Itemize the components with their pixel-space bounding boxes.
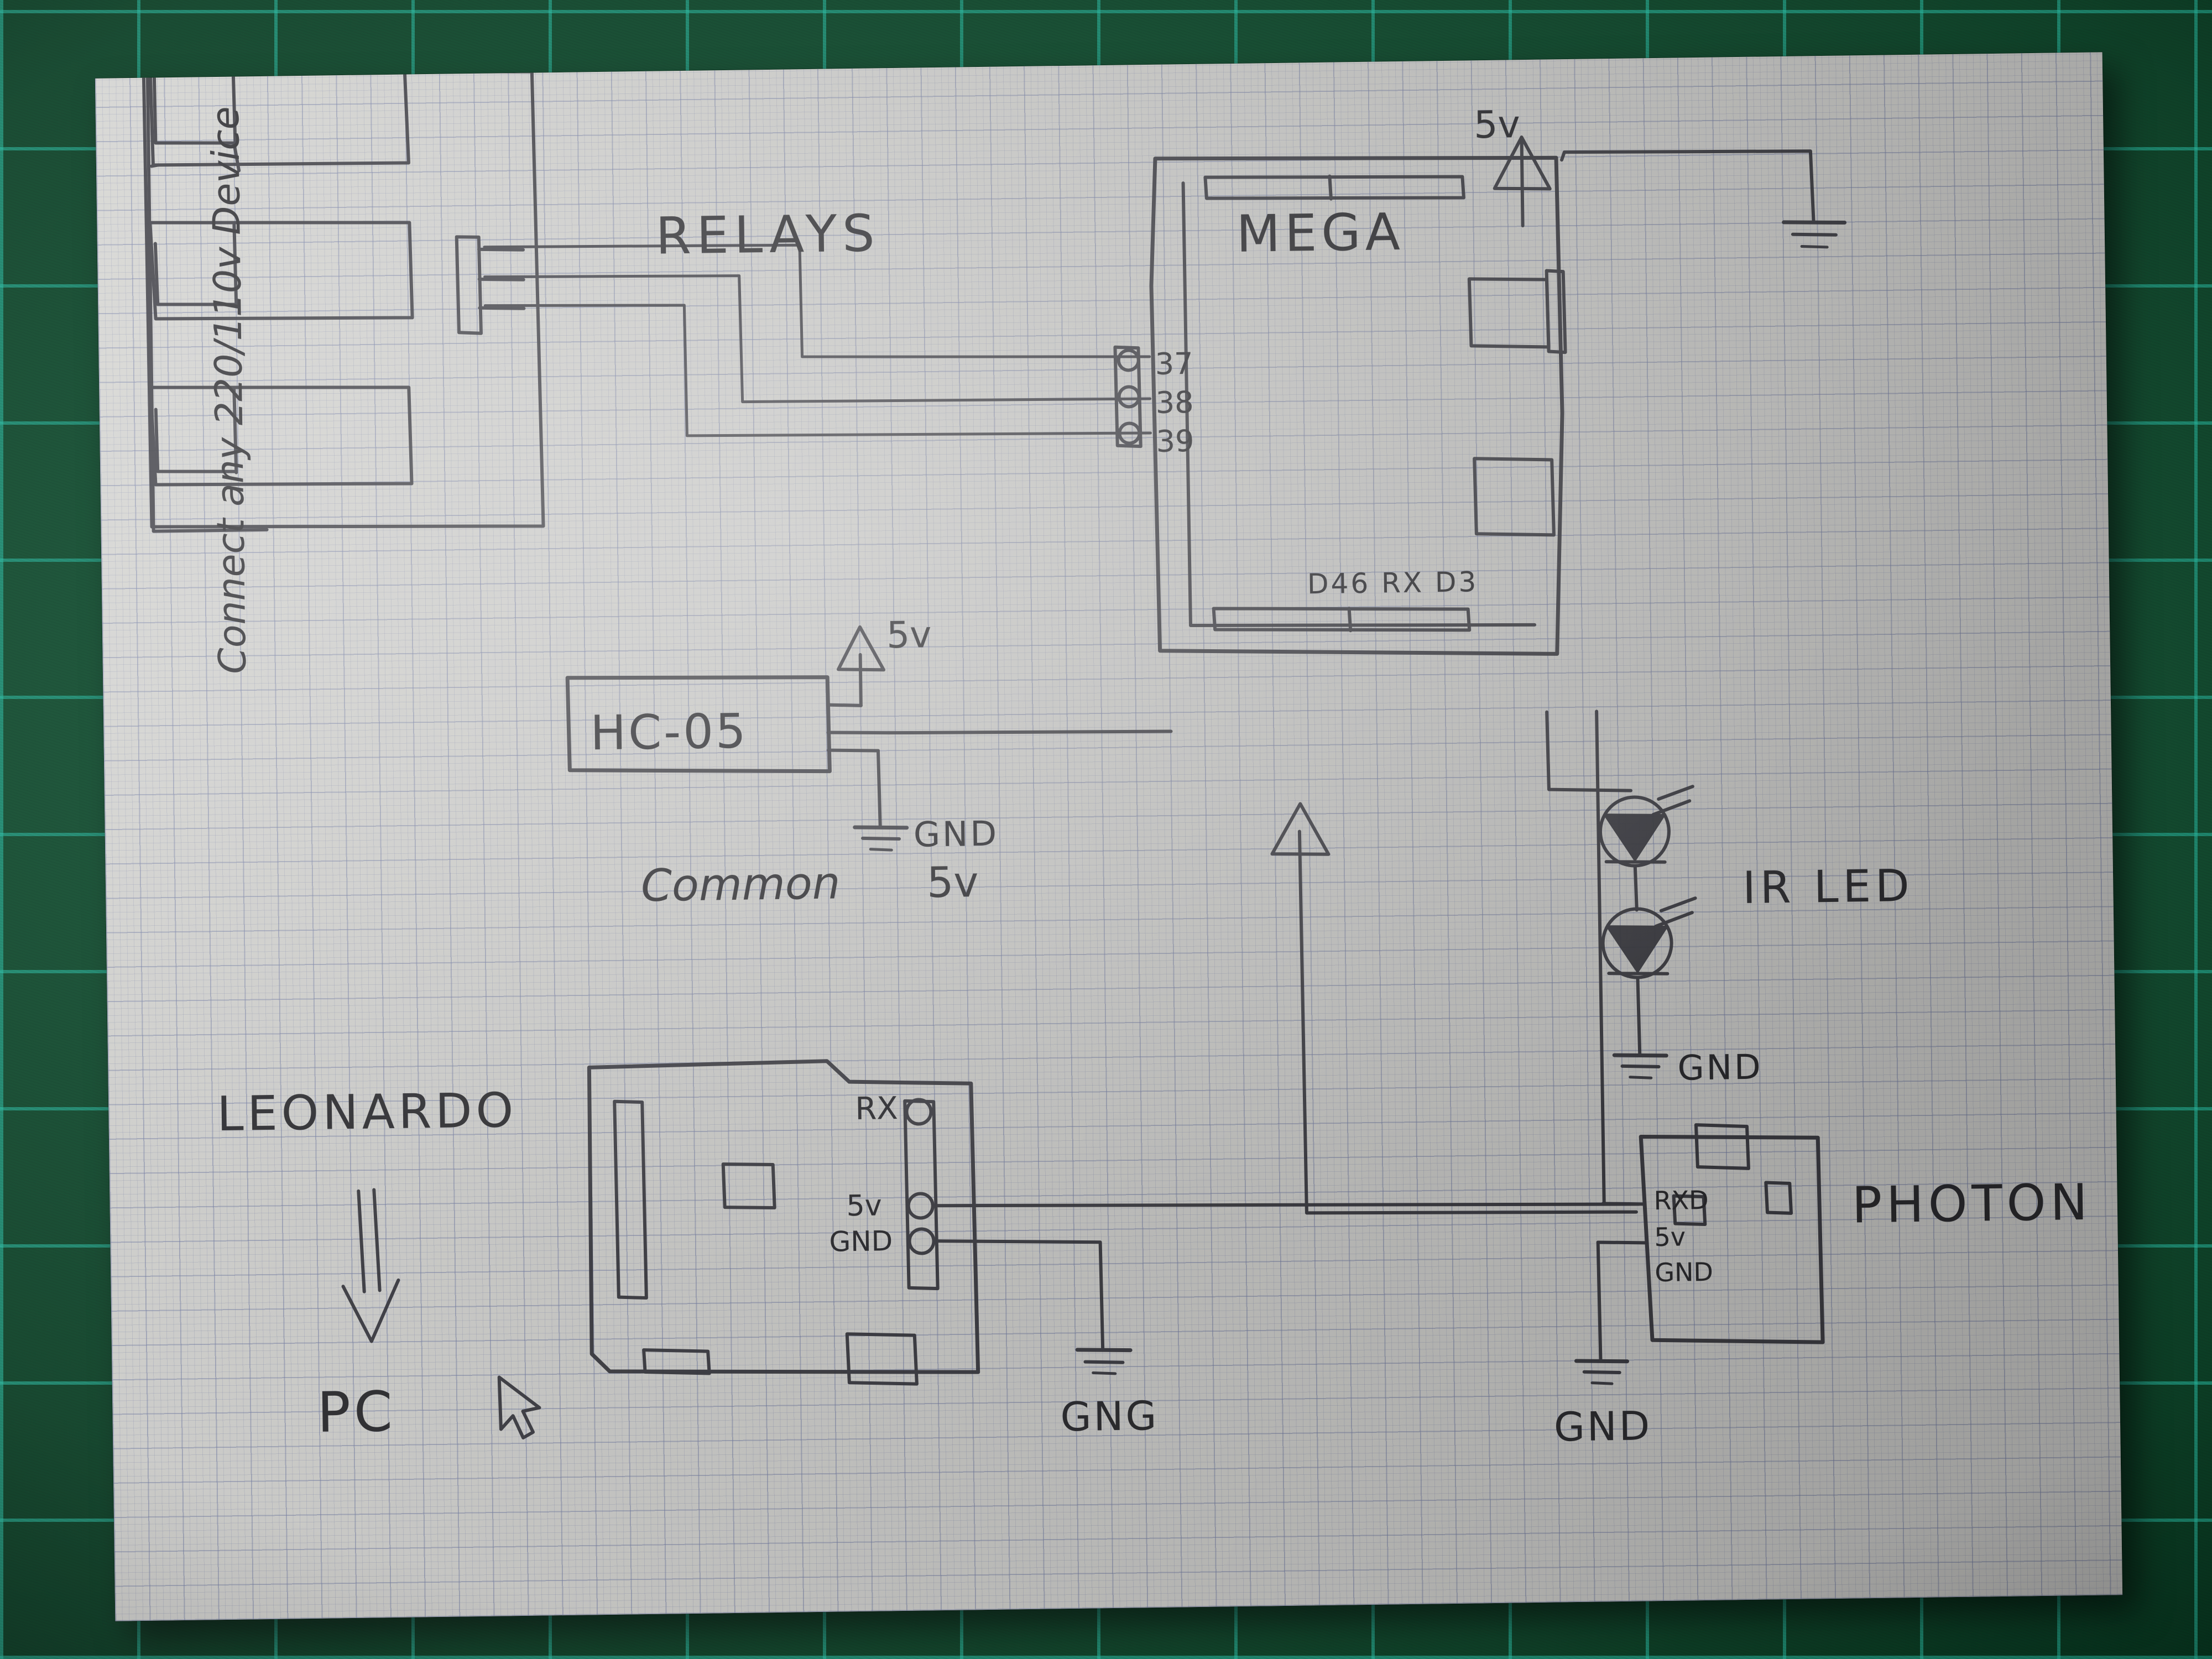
- device-note: Connect any 220/110v Device: [204, 106, 255, 674]
- hc05-5v-label: 5v: [886, 613, 932, 656]
- relays-title: RELAYS: [655, 204, 880, 265]
- leonardo-pin-rx: RX: [855, 1091, 898, 1127]
- common-5v-rail: [1270, 802, 1638, 1215]
- photon-gnd-label: GND: [1553, 1402, 1652, 1450]
- ir-led-1-emission: [1651, 785, 1694, 817]
- wire-leonardo-gnd: [933, 1239, 1133, 1375]
- leonardo-pin-rx: [905, 1098, 933, 1126]
- common-label: Common: [640, 857, 840, 911]
- mouse-cursor-icon: [497, 1375, 541, 1439]
- photon-ground: [1574, 1240, 1629, 1385]
- hc05-module: [565, 675, 891, 774]
- leonardo-gnd-label: GNG: [1060, 1392, 1159, 1440]
- relay-channel-2: [148, 221, 414, 321]
- ir-led-label: IR LED: [1743, 860, 1914, 914]
- ir-led-pair: [1545, 710, 1697, 1079]
- leonardo-pin-gnd: GND: [829, 1225, 893, 1258]
- leonardo-pin-5v: 5v: [846, 1189, 882, 1223]
- photon-usb: [1694, 1123, 1750, 1170]
- relay-input-header: [455, 235, 526, 335]
- ir-gnd-label: GND: [1677, 1047, 1763, 1088]
- common-5v-label: 5v: [926, 857, 979, 907]
- hc05-gnd-lead: [826, 748, 880, 753]
- mega-left-pin-block: [1113, 345, 1142, 448]
- mega-pin-38: 38: [1155, 385, 1194, 420]
- wire-relays-to-mega: [483, 243, 1152, 437]
- hc05-gnd-label: GND: [913, 813, 999, 855]
- mega-ground-rail: [1560, 149, 1847, 249]
- wire-hc05-to-mega: [887, 729, 1173, 735]
- photon-button: [1672, 1194, 1707, 1226]
- hc05-vcc-lead: [826, 703, 863, 707]
- leonardo-pin-gnd: [907, 1227, 936, 1255]
- wire-mega-to-photon: [1595, 709, 1606, 1206]
- photon-pin-5v: 5v: [1654, 1222, 1686, 1252]
- wire-leonardo-5v: [932, 1202, 1641, 1208]
- leonardo-to-pc-arrow: [341, 1188, 400, 1343]
- ir-led-1-body: [1604, 813, 1665, 861]
- pencil-drawing-layer: RELAYS MEGA 5v 37 38 39 D46 RX D3 HC-05 …: [142, 69, 2093, 1451]
- mega-bottom-header: [1212, 607, 1472, 632]
- leonardo-left-header: [613, 1099, 648, 1300]
- mega-title: MEGA: [1236, 202, 1405, 264]
- photon-led: [1764, 1181, 1793, 1215]
- mega-power-jack: [1473, 457, 1556, 537]
- leonardo-mcu-chip: [721, 1162, 776, 1209]
- photon-pin-rxd: RXD: [1653, 1185, 1709, 1215]
- leonardo-title: LEONARDO: [217, 1083, 518, 1142]
- mega-pin-37: 37: [1155, 346, 1193, 382]
- hc05-rx-lead: [826, 731, 891, 735]
- photon-title: PHOTON: [1851, 1173, 2092, 1235]
- mega-usb-connector: [1467, 277, 1551, 349]
- ir-led-2-emission: [1654, 896, 1697, 928]
- mega-top-header: [1203, 175, 1465, 200]
- graph-paper-sheet: RELAYS MEGA 5v 37 38 39 D46 RX D3 HC-05 …: [95, 52, 2123, 1621]
- relay-board-border: [142, 70, 545, 529]
- relay-module-outline: [142, 69, 545, 533]
- hc05-ground: [853, 749, 909, 852]
- photon-5v-lead: [1596, 1240, 1647, 1245]
- mega-5v-supply: [1493, 135, 1552, 228]
- mega-pin-39: 39: [1156, 424, 1194, 459]
- pc-label: PC: [317, 1379, 397, 1445]
- photon-board: [1596, 1123, 1825, 1344]
- relay-channel-3: [149, 385, 414, 487]
- mega-signal-pins-label: D46 RX D3: [1307, 566, 1479, 600]
- hc05-label: HC-05: [590, 704, 748, 761]
- relay-channel-1: [148, 69, 410, 167]
- mega-5v-label: 5v: [1474, 103, 1521, 147]
- leonardo-usb: [845, 1332, 919, 1386]
- mega-board: [1113, 155, 1567, 656]
- hc05-5v-supply: [836, 625, 886, 707]
- ir-led-2-body: [1606, 925, 1668, 973]
- photon-pin-gnd: GND: [1655, 1257, 1713, 1287]
- leonardo-pin-5v: [906, 1192, 935, 1220]
- photon-rxd-lead: [1601, 1202, 1645, 1206]
- leonardo-board: [587, 1059, 980, 1386]
